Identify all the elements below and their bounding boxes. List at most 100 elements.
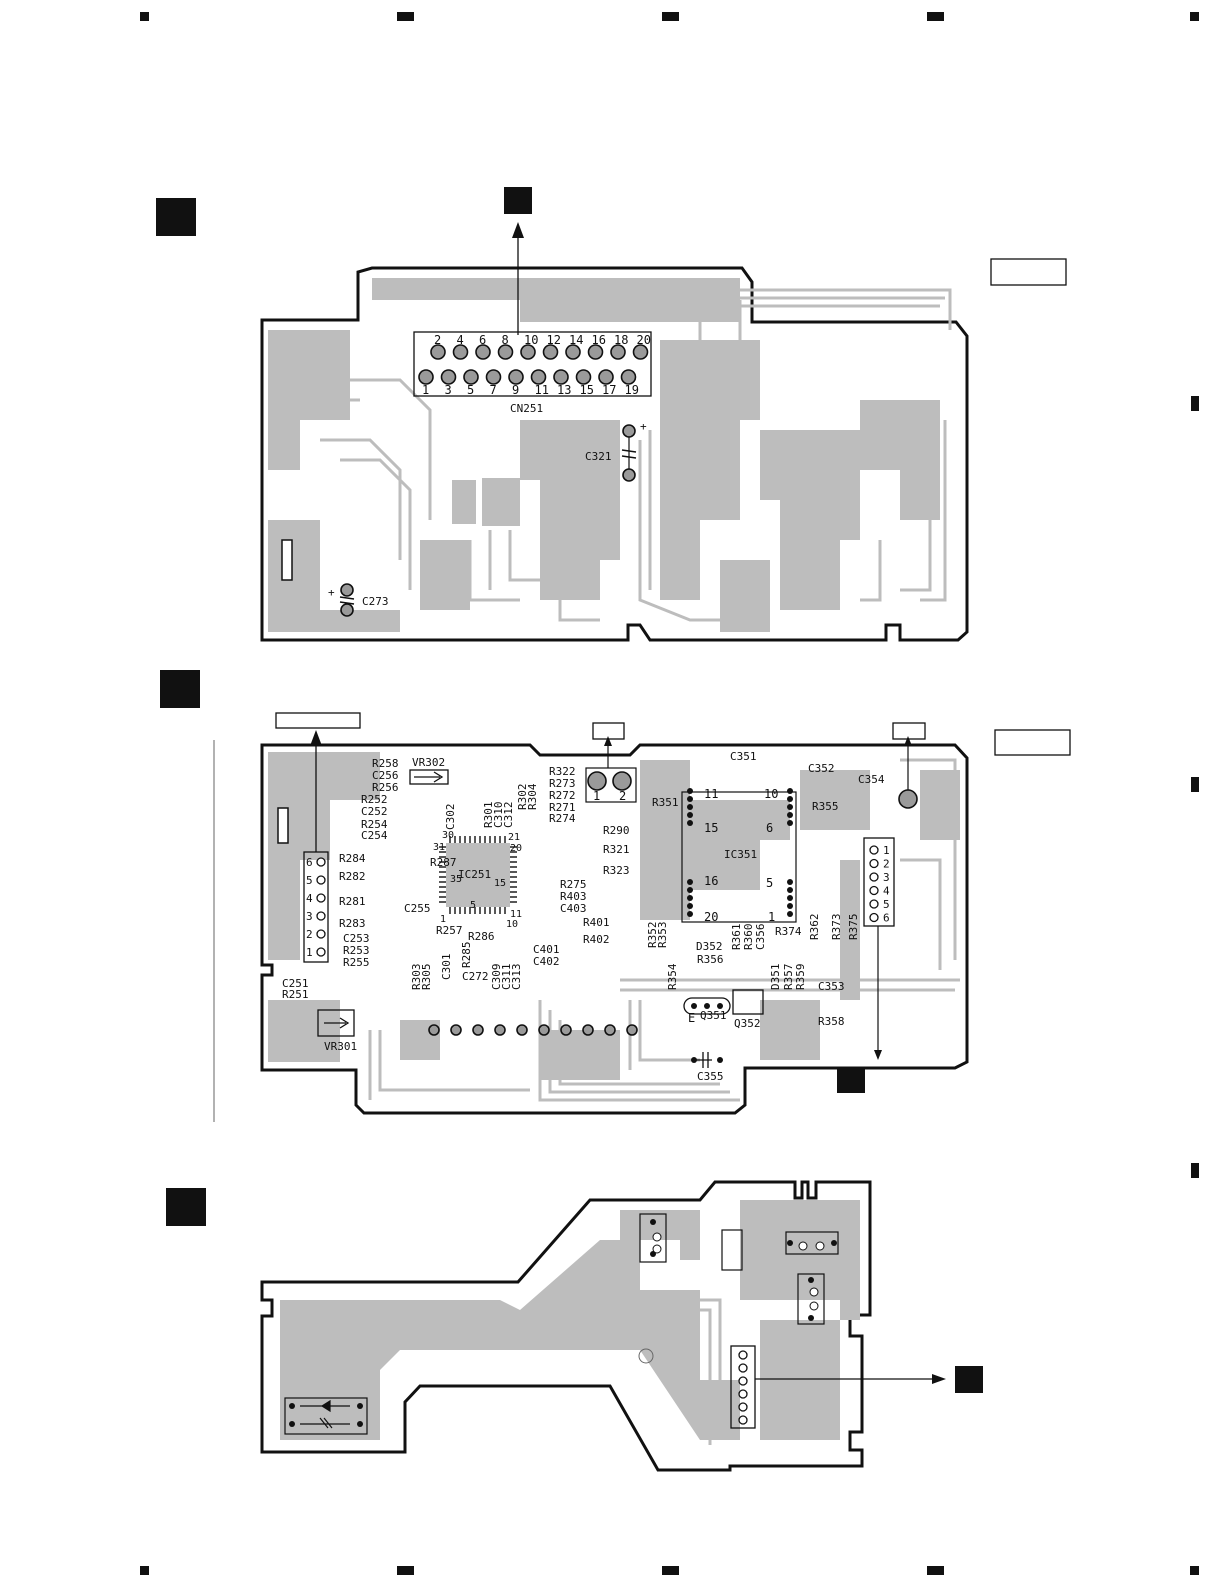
ic351-pin xyxy=(787,788,793,794)
component-label: R257 xyxy=(436,924,463,937)
left-connector-pad xyxy=(316,929,326,939)
component-label: R401 xyxy=(583,916,610,929)
component-label: C310 xyxy=(492,802,505,829)
component-label: R375 xyxy=(847,914,860,941)
cn251-pin-label: 4 xyxy=(457,333,464,347)
ic351-pin-label: 20 xyxy=(704,910,718,924)
component-label: R256 xyxy=(372,781,399,794)
cn251-pin-label: 1 xyxy=(422,383,429,397)
component-label: R304 xyxy=(526,783,539,810)
q351-emitter-label: E xyxy=(688,1011,695,1025)
left-connector-pin-label: 5 xyxy=(306,874,313,887)
cn251-pad xyxy=(475,344,491,360)
component-label: R274 xyxy=(549,812,576,825)
component-label: R305 xyxy=(420,964,433,991)
ic351-pin-label: 5 xyxy=(766,876,773,890)
component-label: C301 xyxy=(440,954,453,981)
ic351-pin-label: 11 xyxy=(704,787,718,801)
component-label: C355 xyxy=(697,1070,724,1083)
component-label: R351 xyxy=(652,796,679,809)
component-label: C252 xyxy=(361,805,388,818)
edge-pad xyxy=(428,1024,440,1036)
cn251-pad xyxy=(610,344,626,360)
cn251-pin-label: 6 xyxy=(479,333,486,347)
right-connector-pin-label: 5 xyxy=(883,898,890,911)
ic251-pin-label: 20 xyxy=(510,843,522,854)
cn251-pin-label: 7 xyxy=(490,383,497,397)
cn251-pin-label: 5 xyxy=(467,383,474,397)
cn251-pad xyxy=(430,344,446,360)
component-label: R358 xyxy=(818,1015,845,1028)
ic251-pin-label: 10 xyxy=(506,919,518,930)
label-box-mid-right xyxy=(994,729,1071,756)
component-label: R251 xyxy=(282,988,309,1001)
edge-pad xyxy=(626,1024,638,1036)
edge-pad xyxy=(560,1024,572,1036)
cn251-pin-label: 14 xyxy=(569,333,583,347)
cn251-pad xyxy=(508,369,524,385)
jumper-pin-1: 1 xyxy=(593,789,600,803)
component-label: R283 xyxy=(339,917,366,930)
cn251-pad xyxy=(632,344,649,360)
cn251-pin-label: 11 xyxy=(535,383,549,397)
ic351-pin xyxy=(687,879,693,885)
ic251-pin-label: 15 xyxy=(494,878,506,889)
component-label: R359 xyxy=(794,964,807,991)
component-label: C255 xyxy=(404,902,431,915)
ic351-pin xyxy=(687,903,693,909)
right-connector-pad xyxy=(869,912,879,923)
cn251-label: CN251 xyxy=(510,402,543,415)
edge-pad xyxy=(604,1024,616,1036)
component-label: C311 xyxy=(500,964,513,991)
cn251-pin-label: 9 xyxy=(512,383,519,397)
component-label: R352 xyxy=(646,922,659,949)
cn251-pad xyxy=(565,344,581,360)
left-connector-pin-label: 2 xyxy=(306,928,313,941)
component-label: R254 xyxy=(361,818,388,831)
bottom-connector-pad xyxy=(738,1350,748,1360)
cn251-pin-label: 17 xyxy=(602,383,616,397)
cn251-pad xyxy=(553,369,569,385)
component-label: C272 xyxy=(462,970,489,983)
cn251-pin-label: 2 xyxy=(434,333,441,347)
component-label: R282 xyxy=(339,870,366,883)
component-label: C302 xyxy=(444,804,457,831)
svg-text:+: + xyxy=(640,420,647,433)
ic251-label: IC251 xyxy=(458,868,491,881)
cn251-pad xyxy=(598,369,614,385)
registration-marks xyxy=(140,12,1199,1575)
left-connector-pin-label: 6 xyxy=(306,856,313,869)
ic251-pin-label: 11 xyxy=(510,909,522,920)
left-connector-pad xyxy=(316,911,326,921)
c321-label: C321 xyxy=(585,450,612,463)
component-label: R403 xyxy=(560,890,587,903)
section-marker-3 xyxy=(166,1188,206,1226)
ic351-pin xyxy=(787,911,793,917)
right-connector-pin-label: 4 xyxy=(883,885,890,898)
cn251-pad xyxy=(620,369,637,385)
right-connector-pad xyxy=(869,845,879,855)
component-label: R258 xyxy=(372,757,399,770)
left-connector-pin-label: 4 xyxy=(306,892,313,905)
component-label: R303 xyxy=(410,964,423,991)
component-label: R374 xyxy=(775,925,802,938)
component-label: R321 xyxy=(603,843,630,856)
vr301-label: VR301 xyxy=(324,1040,357,1053)
ic351-pin xyxy=(687,788,693,794)
ic351-pin xyxy=(687,911,693,917)
cn251-pin-label: 16 xyxy=(592,333,606,347)
right-connector-pad xyxy=(869,872,879,882)
component-label: R353 xyxy=(656,922,669,949)
ic251-pin-label: 31 xyxy=(433,842,445,853)
ic351-label: IC351 xyxy=(724,848,757,861)
component-label: R271 xyxy=(549,801,576,814)
ic351-pin xyxy=(787,796,793,802)
label-box-mid-left xyxy=(275,712,361,729)
component-label: C402 xyxy=(533,955,560,968)
component-label: R253 xyxy=(343,944,370,957)
bottom-connector-pad xyxy=(738,1415,748,1425)
svg-text:+: + xyxy=(328,586,335,599)
